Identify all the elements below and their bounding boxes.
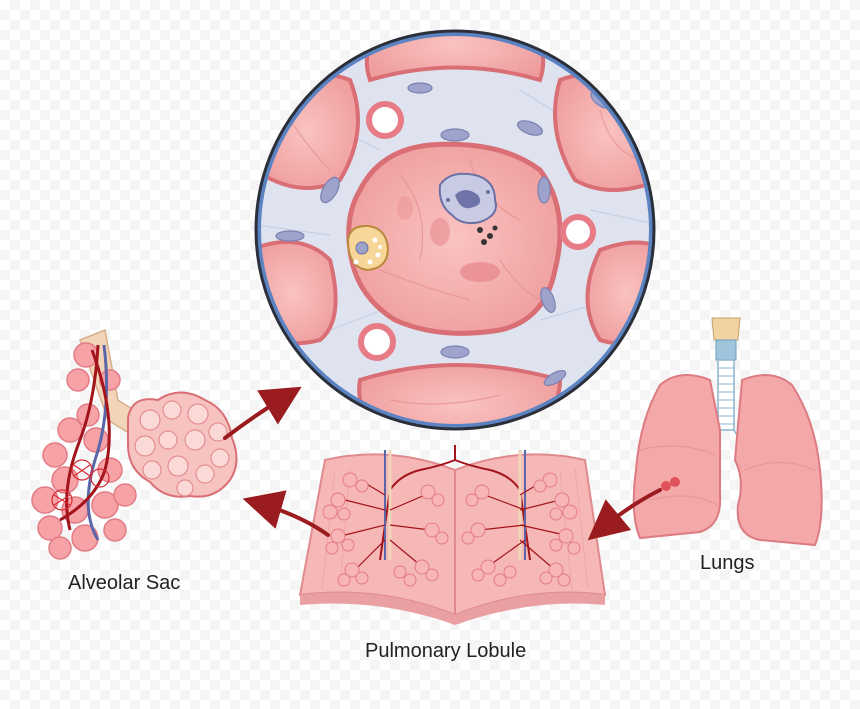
pulmonary-lobule-label: Pulmonary Lobule [365,640,527,662]
lungs-label: Lungs [700,552,755,574]
type-2-cell [346,224,390,272]
alveolar-sac-label: Alveolar Sac [68,572,181,594]
alveoli-cluster [31,342,137,560]
flow-arrows [223,386,662,541]
arrow-lobule-to-sac [242,490,330,537]
capillary [358,323,396,361]
opened-alveolar-sac [127,391,238,498]
capillary [366,101,404,139]
left-lung [733,374,823,547]
capillary [560,214,596,250]
lobule-alveoli-clusters [322,472,581,587]
right-lung [632,374,722,540]
pulmonary-lobule-illustration [298,445,607,625]
larynx [711,317,741,361]
lungs-illustration [632,317,823,547]
alveolus-bottom [357,363,563,426]
capillaries [358,101,596,361]
highlighted-lobule [661,477,680,491]
alveolus-top-left [259,73,360,190]
arrow-sac-to-alveoli [223,386,302,440]
arrow-lungs-to-lobule [587,488,662,541]
type-1-cell-nuclei [275,82,610,386]
alveolar-macrophage [438,172,498,245]
magnified-alveoli-view [254,29,656,431]
alveolar-sac-illustration [31,328,238,560]
